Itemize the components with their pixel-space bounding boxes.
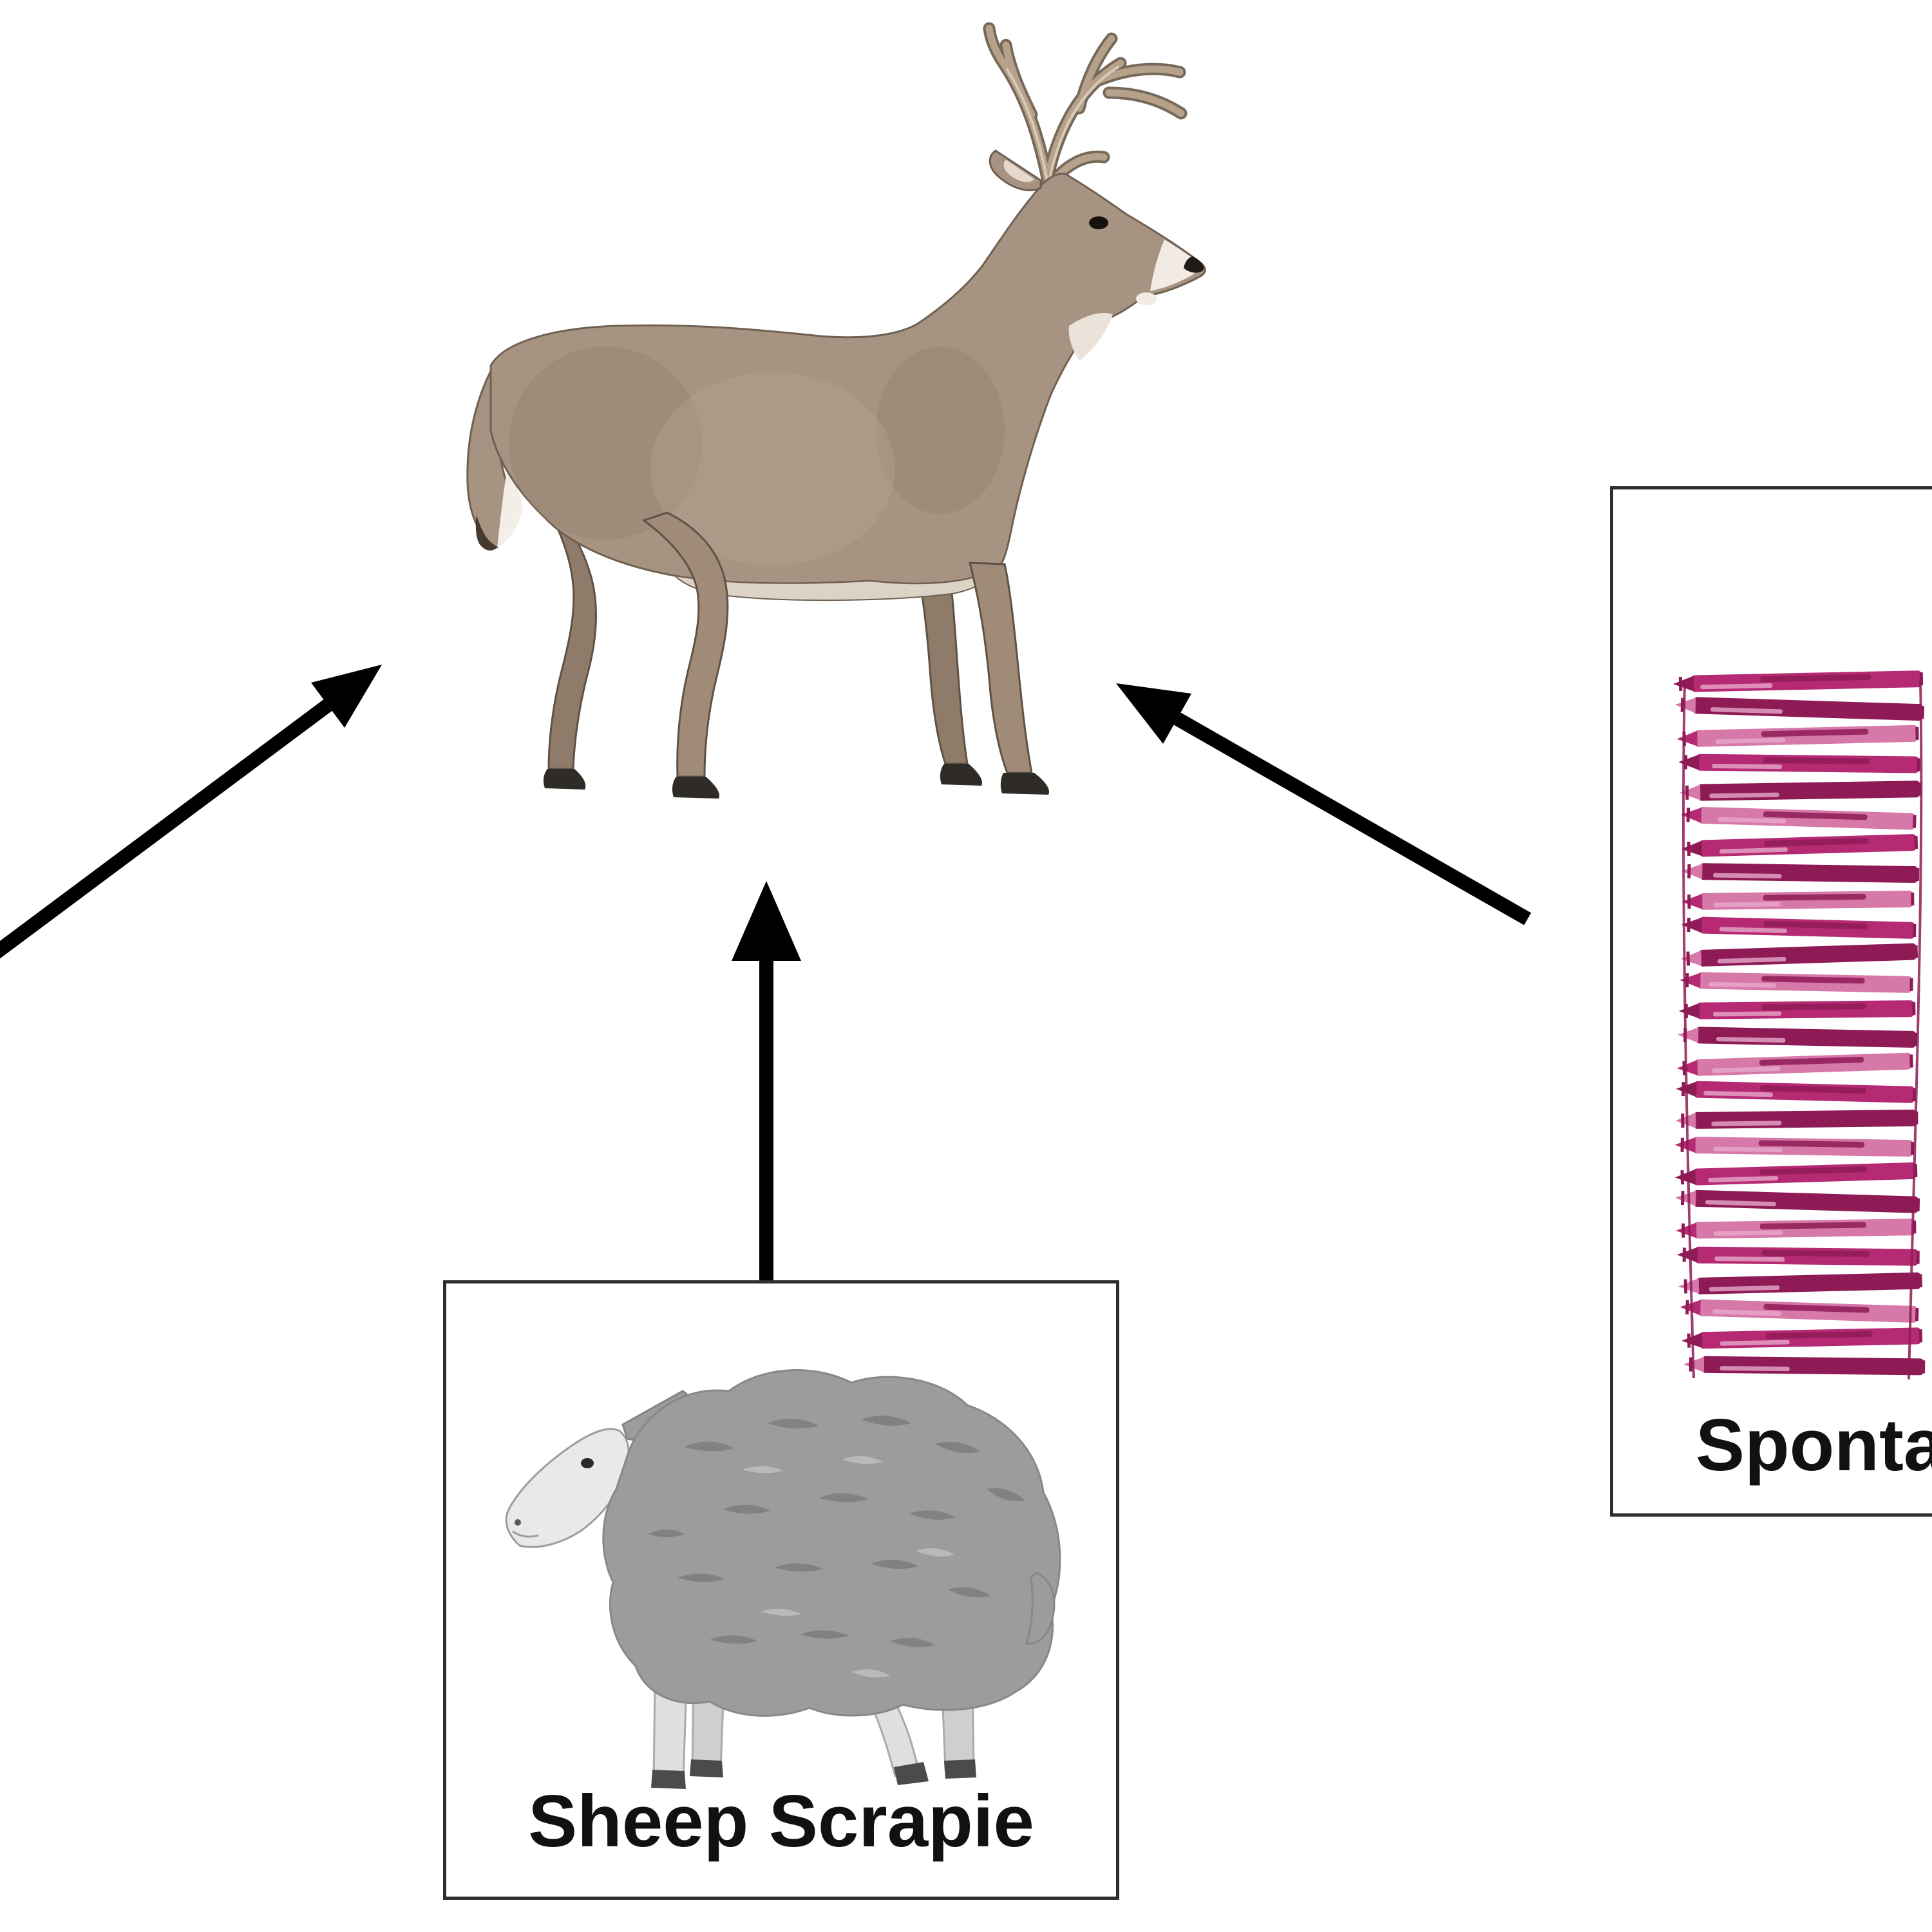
sheep-eye bbox=[581, 1458, 594, 1468]
deer-shoulder-shading bbox=[876, 346, 1005, 514]
sheep-wool-highlights bbox=[742, 1455, 954, 1678]
deer-hip-shading bbox=[509, 346, 702, 540]
deer-muzzle-white bbox=[1150, 240, 1198, 291]
sheep-scrapie-label: Sheep Scrapie bbox=[528, 1781, 1034, 1862]
fibril-left-rail bbox=[1681, 682, 1695, 1379]
black-arrow-up-left-icon bbox=[1116, 683, 1531, 925]
deer-near-hoof-rear bbox=[672, 777, 720, 799]
fibril-right-rail bbox=[1908, 679, 1923, 1380]
deer-eye bbox=[1089, 216, 1108, 229]
fibril-rows bbox=[1673, 670, 1926, 1376]
deer-near-hoof-front bbox=[1000, 773, 1050, 795]
sheep-hooves bbox=[651, 1759, 976, 1789]
deer-flank-highlight bbox=[650, 372, 895, 565]
spontaneous-label: Sponta bbox=[1696, 1405, 1932, 1486]
black-arrow-up-right-icon bbox=[0, 665, 382, 959]
deer-far-hoof-front bbox=[940, 764, 983, 786]
sheep-wool-body bbox=[602, 1369, 1061, 1717]
sheep-wool-tufts bbox=[648, 1416, 1025, 1647]
deer-far-hoof-rear bbox=[543, 769, 586, 790]
deer-near-legs bbox=[641, 511, 1033, 778]
prion-fibril-illustration bbox=[1673, 670, 1926, 1380]
sheep-mouth bbox=[512, 1530, 539, 1538]
black-arrow-up-icon bbox=[732, 881, 801, 1282]
sheep-illustration bbox=[505, 1369, 1061, 1789]
sheep-tail bbox=[1025, 1571, 1056, 1645]
deer-antlers bbox=[983, 22, 1188, 197]
deer-illustration bbox=[466, 22, 1206, 799]
deer-throat-white bbox=[1068, 313, 1113, 361]
sheep-nostril bbox=[515, 1519, 521, 1526]
deer-ear-inner bbox=[1003, 160, 1034, 182]
deer-nose bbox=[1184, 256, 1204, 273]
deer-chin-white bbox=[1136, 292, 1157, 305]
